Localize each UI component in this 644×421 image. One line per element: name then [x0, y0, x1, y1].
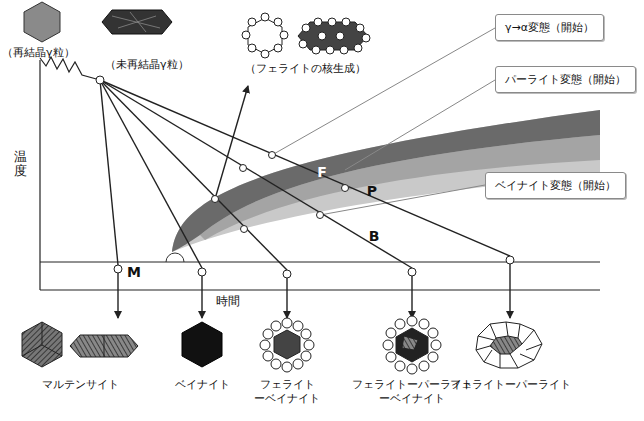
- ferrite-pearlite-structure: [476, 322, 542, 368]
- martensite-structure: [22, 322, 138, 367]
- rolling-zigzag: [40, 57, 100, 80]
- leader-line: [345, 80, 495, 170]
- time-axis: [40, 289, 600, 290]
- grain-label: （再結晶γ粒）: [2, 46, 75, 60]
- axis-label: 時間: [216, 294, 240, 309]
- ferrite-pearlite-bainite-structure: [383, 316, 441, 374]
- ferrite-bainite-structure: [260, 318, 314, 372]
- nucleation-label: （フェライトの核生成）: [244, 62, 367, 76]
- recrystallized-grain: [24, 2, 60, 42]
- temperature-axis: [39, 60, 40, 290]
- callout-box: パーライト変態（開始）: [495, 66, 636, 93]
- product-label: ベイナイト: [175, 378, 230, 392]
- axis-label: 温度: [14, 150, 27, 179]
- callout-text: ベイナイト変態（開始）: [486, 173, 625, 198]
- unrecrystallized-grain: [102, 10, 172, 34]
- callout-box: γ→α変態（開始）: [495, 14, 604, 41]
- intersection-dots: [96, 76, 514, 278]
- callout-text: γ→α変態（開始）: [496, 15, 603, 40]
- callout-box: ベイナイト変態（開始）: [485, 172, 626, 199]
- ms-line: [40, 262, 600, 263]
- region-letter: F: [317, 164, 327, 182]
- region-letter: M: [126, 264, 142, 282]
- region-letter: P: [367, 183, 377, 201]
- leader-line: [272, 28, 495, 155]
- region-letter: B: [369, 228, 380, 246]
- ferrite-nucleation: [242, 13, 370, 58]
- bainite-structure: [182, 322, 222, 367]
- nose-arc: [166, 253, 184, 262]
- product-label: フェライト ーベイナイト: [250, 378, 324, 406]
- grain-label: （未再結晶γ粒）: [104, 58, 190, 72]
- product-label: フェライトーパーライト: [450, 378, 571, 392]
- product-label: マルテンサイト: [42, 378, 119, 392]
- callout-text: パーライト変態（開始）: [496, 67, 635, 92]
- cooling-paths: [100, 80, 510, 318]
- grain-texture: [112, 12, 160, 32]
